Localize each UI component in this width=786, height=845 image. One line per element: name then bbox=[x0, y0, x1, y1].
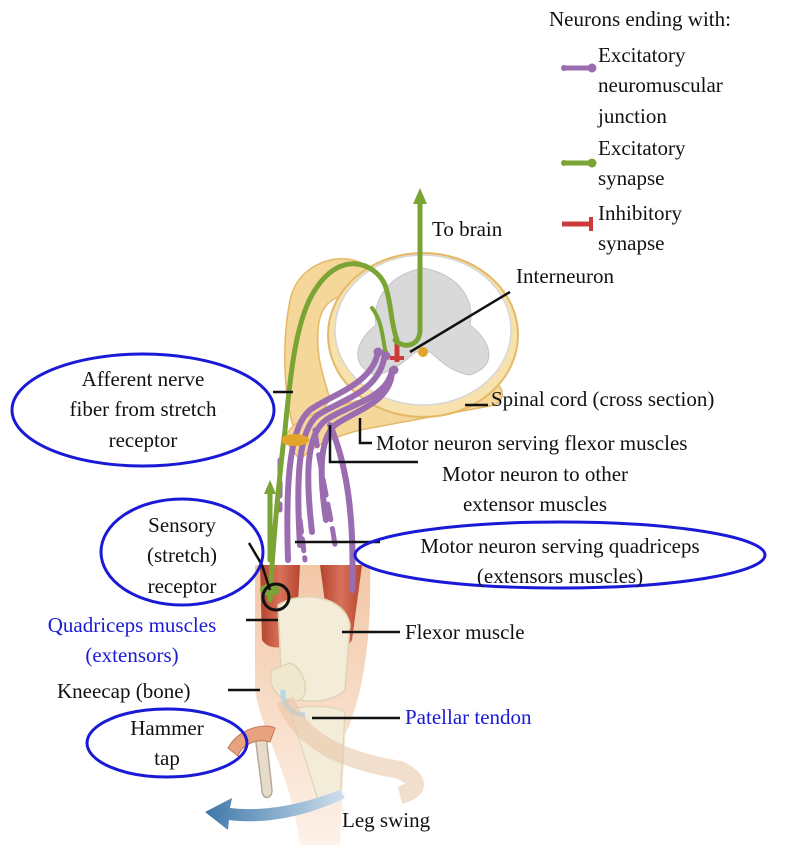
label-spinal-cord: Spinal cord (cross section) bbox=[491, 387, 715, 411]
label-line: Motor neuron to other bbox=[441, 462, 629, 486]
legend-swatches bbox=[561, 63, 597, 231]
label-hammer-tap: Hammer tap bbox=[110, 713, 224, 774]
label-kneecap: Kneecap (bone) bbox=[57, 679, 191, 703]
label-motor-quadriceps: Motor neuron serving quadriceps (extenso… bbox=[372, 531, 748, 592]
legend-swatch-neuromuscular bbox=[561, 63, 597, 73]
label-line: receptor bbox=[108, 427, 178, 452]
label-quadriceps-muscles: Quadriceps muscles (extensors) bbox=[14, 610, 250, 671]
legend-line: neuromuscular bbox=[598, 73, 723, 98]
label-line: (extensors) bbox=[85, 643, 179, 668]
label-line: (stretch) bbox=[147, 543, 217, 568]
legend-item-excitatory: Excitatory synapse bbox=[598, 133, 685, 194]
label-line: Hammer bbox=[130, 716, 204, 740]
legend-line: synapse bbox=[598, 166, 665, 191]
label-line: (extensors muscles) bbox=[476, 564, 644, 589]
legend-line: synapse bbox=[598, 231, 665, 256]
legend-item-neuromuscular: Excitatory neuromuscular junction bbox=[598, 40, 723, 131]
legend-swatch-inhibitory bbox=[562, 217, 593, 231]
label-line: tap bbox=[154, 746, 180, 771]
label-patellar-tendon: Patellar tendon bbox=[405, 705, 532, 729]
sensory-receptor-marker bbox=[261, 582, 291, 612]
highlight-ellipses bbox=[10, 352, 767, 779]
label-line: Quadriceps muscles bbox=[47, 613, 217, 637]
label-line: Motor neuron serving quadriceps bbox=[420, 534, 700, 558]
label-interneuron: Interneuron bbox=[516, 264, 614, 288]
legend-title: Neurons ending with: bbox=[549, 7, 731, 31]
leg bbox=[255, 565, 424, 845]
legend-swatch-excitatory bbox=[561, 158, 597, 168]
label-sensory-receptor: Sensory (stretch) receptor bbox=[120, 510, 244, 601]
legend-line: Excitatory bbox=[598, 43, 686, 67]
label-motor-other-extensor: Motor neuron to other extensor muscles bbox=[408, 459, 662, 520]
label-to-brain: To brain bbox=[432, 217, 503, 241]
label-line: Afferent nerve bbox=[81, 367, 205, 391]
label-afferent-fiber: Afferent nerve fiber from stretch recept… bbox=[30, 364, 256, 455]
legend-line: Inhibitory bbox=[598, 201, 682, 225]
motor-neuron-fibers bbox=[277, 349, 395, 593]
afferent-fiber bbox=[267, 197, 423, 603]
label-line: fiber from stretch bbox=[69, 397, 217, 422]
reflex-hammer bbox=[227, 725, 276, 799]
legend-line: Excitatory bbox=[598, 136, 686, 160]
label-flexor-muscle: Flexor muscle bbox=[405, 620, 525, 644]
leg-swing-arrow bbox=[205, 790, 345, 830]
label-line: receptor bbox=[147, 573, 217, 598]
legend-line: junction bbox=[598, 103, 667, 128]
label-line: Sensory bbox=[148, 513, 216, 537]
label-leg-swing: Leg swing bbox=[342, 808, 431, 832]
legend-item-inhibitory: Inhibitory synapse bbox=[598, 198, 682, 259]
label-line: extensor muscles bbox=[462, 492, 608, 517]
label-motor-flexor: Motor neuron serving flexor muscles bbox=[376, 431, 688, 455]
